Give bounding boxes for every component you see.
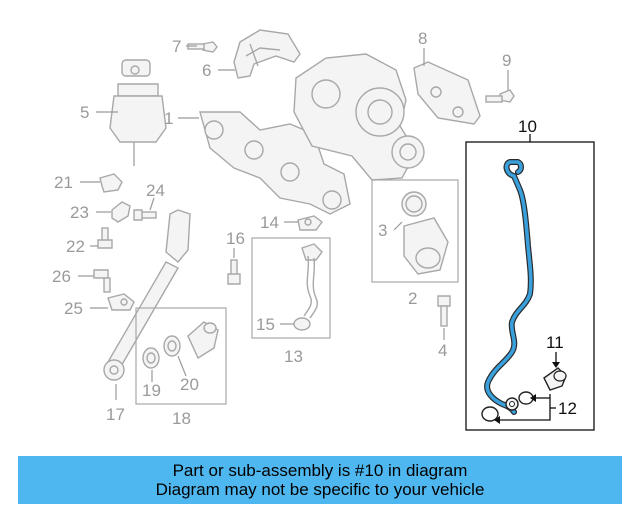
part-10-oil-feed-pipe[interactable] [484,159,534,415]
callout-19: 19 [142,381,161,400]
callout-3: 3 [378,221,387,240]
part-24-bolt[interactable] [133,209,157,221]
callout-2: 2 [408,289,417,308]
part-14-gasket[interactable] [297,215,323,231]
parts-diagram: 7 6 5 1 8 [52,29,595,431]
part-15-gasket[interactable] [293,317,311,331]
banner-line-1: Part or sub-assembly is #10 in diagram [172,461,468,480]
part-21-clip[interactable] [99,173,123,193]
part-22-bolt[interactable] [97,227,113,249]
callout-1: 1 [164,109,173,128]
callout-5: 5 [80,103,89,122]
callout-12: 12 [558,399,577,418]
callout-20: 20 [180,375,199,394]
callout-26: 26 [52,267,71,286]
callout-13: 13 [284,347,303,366]
callout-24: 24 [146,181,165,200]
banner-line-2: Diagram may not be specific to your vehi… [155,480,485,499]
callout-10: 10 [518,117,537,136]
info-banner: Part or sub-assembly is #10 in diagram D… [18,456,622,504]
part-17-rod[interactable] [103,209,191,381]
group-2-box [371,179,459,283]
group-18-box [135,307,227,405]
callout-23: 23 [70,203,89,222]
part-25-gasket[interactable] [107,293,135,311]
group-13-box [251,237,331,339]
callout-8: 8 [418,29,427,48]
part-23-clamp[interactable] [111,201,131,223]
part-6-heat-shield[interactable] [233,29,301,79]
callout-18: 18 [172,409,191,428]
part-2-elbow[interactable] [403,217,449,275]
part-7-bolt[interactable] [187,41,218,53]
part-26-bolt[interactable] [93,269,111,293]
part-20-washer[interactable] [163,335,181,357]
callout-25: 25 [64,299,83,318]
part-4-bolt[interactable] [437,295,451,327]
part-19-washer[interactable] [142,347,160,369]
part-9-bolt[interactable] [485,89,515,103]
callout-7: 7 [172,37,181,56]
callout-17: 17 [106,405,125,424]
part-16-bolt[interactable] [227,259,241,285]
part-11-banjo-bolt[interactable] [543,367,567,391]
part-5-actuator[interactable] [109,59,167,166]
part-13-oil-line[interactable] [301,243,323,319]
callout-14: 14 [260,213,279,232]
callout-6: 6 [202,61,211,80]
part-18-fitting[interactable] [187,321,219,360]
callout-21: 21 [54,173,73,192]
part-8-bracket[interactable] [413,61,481,125]
part-3-gasket[interactable] [401,191,427,217]
callout-9: 9 [502,51,511,70]
callout-4: 4 [438,341,447,360]
callout-22: 22 [66,237,85,256]
callout-16: 16 [226,229,245,248]
callout-15: 15 [256,315,275,334]
part-1-manifold-turbo[interactable] [199,53,425,215]
callout-11: 11 [546,333,564,352]
